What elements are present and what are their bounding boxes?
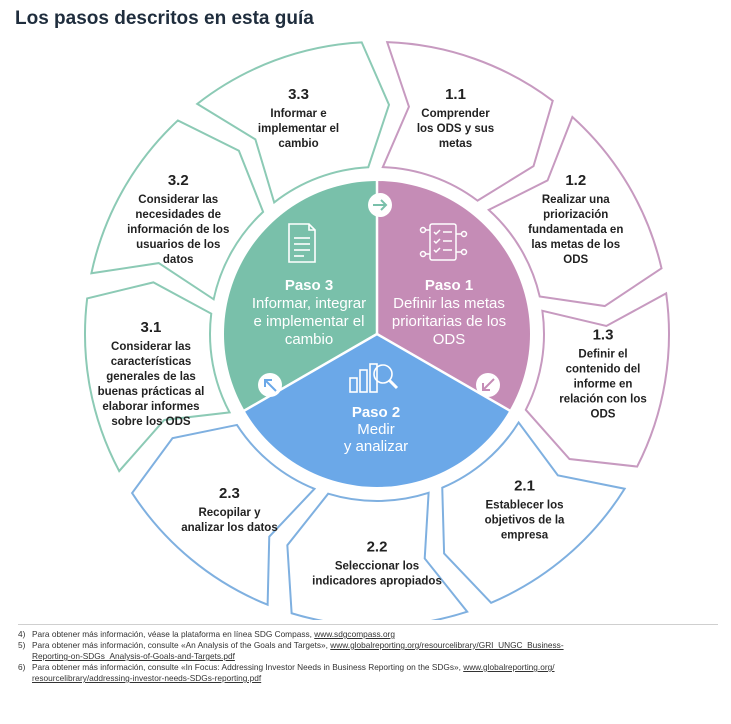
sector-divider [243,332,378,413]
segment-label: cambio [278,138,318,150]
segment-label: implementar el [258,123,339,135]
arrow-up-left-icon[interactable] [258,373,282,397]
segment-label: empresa [501,529,549,541]
segment-label: metas [439,138,472,150]
footnote-link[interactable]: www.globalreporting.org/resourcelibrary/… [330,640,564,650]
footnote-number: 6) [18,662,26,672]
segment-label: ODS [591,408,616,420]
sector-divider [376,332,511,413]
segment-label: analizar los datos [181,522,278,534]
footnote: 6) Para obtener más información, consult… [18,662,718,684]
segment-label: características [111,356,192,368]
segment-label: indicadores apropiados [312,576,442,588]
segment-label: datos [163,254,194,266]
segment-label: Establecer los [486,499,564,511]
step3-title: Paso 3 [285,277,333,294]
segment-number: 3.1 [141,319,162,336]
footnote: 5) Para obtener más información, consult… [18,640,718,662]
ring-segment-3-2[interactable] [90,119,265,301]
arrow-right-icon[interactable] [368,193,392,217]
ring-segment-1-1[interactable] [381,41,554,202]
footnote-number: 5) [18,640,26,650]
footnote: 4) Para obtener más información, véase l… [18,629,718,640]
segment-label: Considerar las [138,194,218,206]
segment-label: priorización [543,209,608,221]
footnote-number: 4) [18,629,26,639]
segment-number: 2.2 [367,539,388,556]
segment-label: las metas de los [531,239,620,251]
segment-number: 2.3 [219,485,240,502]
ring-segment-2-3[interactable] [130,423,317,607]
footnote-body: Para obtener más información, consulte «… [32,662,555,684]
segment-label: los ODS y sus [417,123,494,135]
steps-diagram: Paso 3 Informar, integrar e implementar … [84,41,670,620]
segment-label: Seleccionar los [335,561,419,573]
segment-label: Considerar las [111,341,191,353]
step3-sector[interactable] [223,181,377,411]
page-title: Los pasos descritos en esta guía [15,8,314,29]
segment-label: informe en [574,378,633,390]
step1-line: ODS [433,331,466,348]
document-icon [288,223,316,263]
segment-label: contenido del [566,363,641,375]
segment-label: Definir el [578,348,627,360]
segment-label: fundamentada en [528,224,623,236]
ring-segment-3-1[interactable] [84,281,232,473]
step1-sector[interactable] [377,181,530,411]
ring-segment-1-3[interactable] [524,291,670,468]
footnote-link[interactable]: www.sdgcompass.org [314,629,395,639]
footnotes: 4) Para obtener más información, véase l… [18,624,718,684]
step3-line: Informar, integrar [252,295,366,312]
footnote-text: Para obtener más información, consulte «… [32,662,464,672]
step2-line: y analizar [344,438,408,455]
segment-label: generales de las [106,371,196,383]
footnote-link[interactable]: resourcelibrary/addressing-investor-need… [32,673,262,683]
step1-title: Paso 1 [425,277,473,294]
segment-label: Recopilar y [198,507,261,519]
step1-line: Definir las metas [393,295,505,312]
segment-label: Comprender [421,108,490,120]
arrow-down-left-icon[interactable] [476,373,500,397]
segment-label: sobre los ODS [111,416,191,428]
segment-number: 1.3 [593,326,614,343]
segment-label: información de los [127,224,229,236]
step3-line: e implementar el [254,313,365,330]
ring-segment-3-3[interactable] [195,41,391,205]
segment-label: Realizar una [542,194,610,206]
segment-number: 3.2 [168,172,189,189]
step1-line: prioritarias de los [392,313,506,330]
segment-label: elaborar informes [102,401,199,413]
footnote-link[interactable]: Reporting-on-SDGs_Analysis-of-Goals-and-… [32,651,235,661]
segment-label: necesidades de [135,209,221,221]
footnote-link[interactable]: www.globalreporting.org/ [463,662,555,672]
ring-segment-2-2[interactable] [286,491,469,620]
segment-label: Informar e [270,108,326,120]
step3-line: cambio [285,331,333,348]
footnote-body: Para obtener más información, consulte «… [32,640,564,662]
ring-segment-2-1[interactable] [441,420,627,604]
segment-label: buenas prácticas al [98,386,205,398]
segment-label: relación con los [559,393,647,405]
segment-number: 1.2 [565,172,586,189]
ring-segment-1-2[interactable] [486,115,663,308]
segment-label: usuarios de los [136,239,220,251]
segment-label: objetivos de la [485,514,565,526]
segment-label: ODS [563,254,588,266]
checklist-network-icon [419,223,468,261]
footnote-body: Para obtener más información, véase la p… [32,629,395,640]
bar-chart-magnifier-icon [349,363,399,393]
outer-ring [84,41,670,620]
segment-number: 3.3 [288,86,309,103]
step2-title: Paso 2 [352,404,400,421]
segment-number: 1.1 [445,86,466,103]
footnote-text: Para obtener más información, consulte «… [32,640,331,650]
footnote-text: Para obtener más información, véase la p… [32,629,315,639]
step2-line: Medir [357,421,395,438]
segment-number: 2.1 [514,477,535,494]
